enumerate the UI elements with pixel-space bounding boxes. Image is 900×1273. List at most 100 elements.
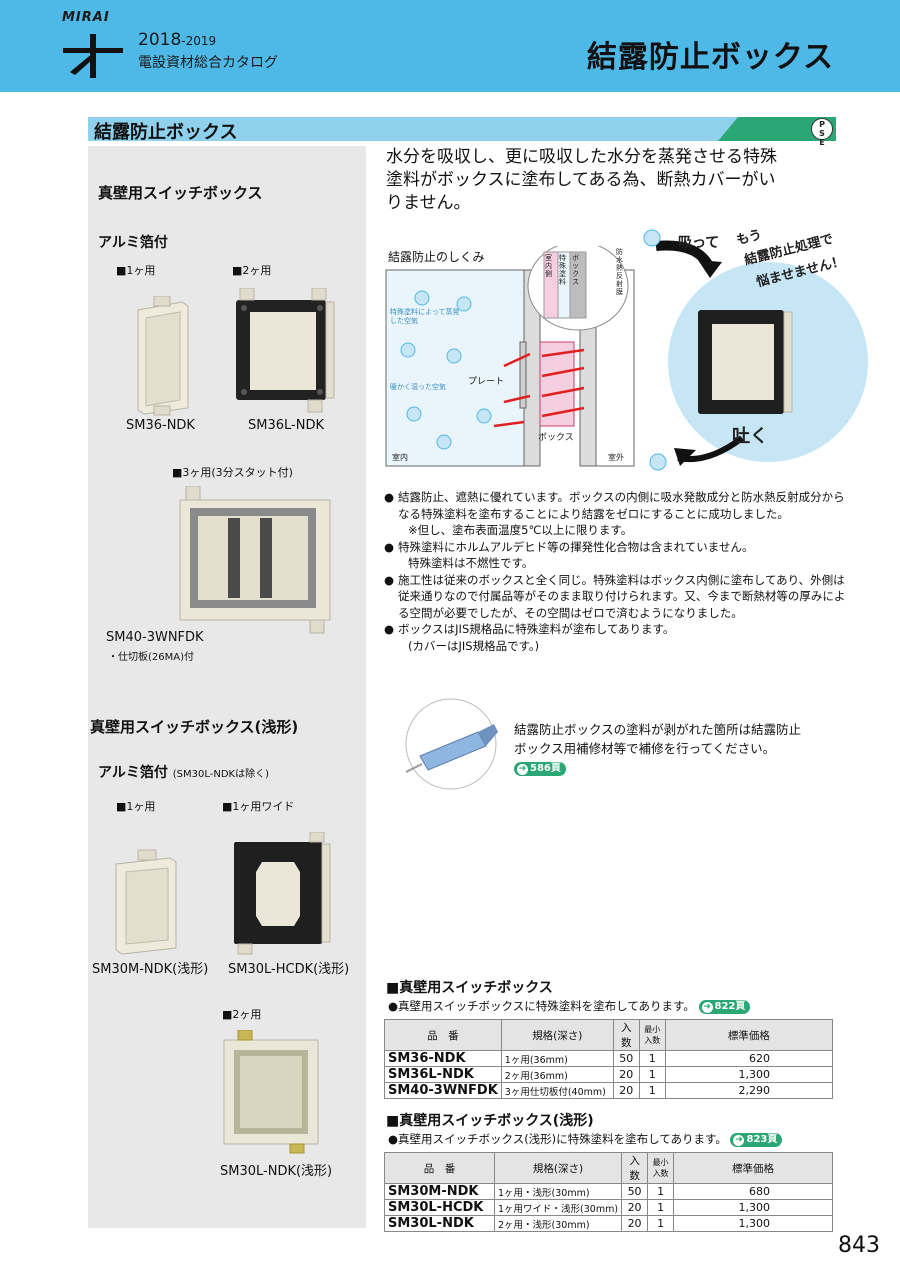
cell-code: SM30M-NDK [384, 1183, 495, 1200]
table-row: SM36-NDK 1ヶ用(36mm) 50 1 620 [384, 1050, 834, 1067]
header-code: 品 番 [384, 1152, 495, 1184]
page-number: 843 [838, 1233, 880, 1258]
label-3gang: ■3ヶ用(3分スタット付) [172, 466, 293, 479]
feature-item: 施工性は従来のボックスと全く同じ。特殊塗料はボックス内側に塗布してあり、外側は従… [384, 572, 846, 622]
callout-absorb: 吸って [678, 235, 720, 251]
cell-qty: 20 [621, 1215, 649, 1232]
cell-code: SM30L-HCDK [384, 1199, 495, 1216]
label-layer-film: 防水熱反射膜 [616, 248, 623, 296]
table1-note: ●真壁用スイッチボックスに特殊塗料を塗布してあります。 ➜822頁 [388, 998, 751, 1014]
table-row: SM30M-NDK 1ヶ用・浅形(30mm) 50 1 680 [384, 1183, 833, 1200]
sm30l-hcdk-photo [234, 832, 331, 955]
cell-lot: 1 [638, 1050, 666, 1067]
callout-exhale: 吐く [732, 426, 768, 447]
model-sm36-ndk: SM36-NDK [126, 418, 195, 433]
label-shallow-2gang: ■2ヶ用 [222, 1008, 262, 1021]
lead-text: 水分を吸収し、更に吸収した水分を蒸発させる特殊塗料がボックスに塗布してある為、断… [386, 147, 777, 213]
label-layer-indoor: 室内側 [545, 254, 552, 278]
cell-price: 1,300 [673, 1199, 833, 1216]
model-sm40-3wnfdk-note: ・仕切板(26MA)付 [108, 652, 194, 663]
spec-table-1: 品 番 規格(深さ) 入数 最小入数 標準価格 SM36-NDK 1ヶ用(36m… [384, 1019, 834, 1099]
table2-title: ■真壁用スイッチボックス(浅形) [386, 1113, 594, 1129]
table-row: SM30L-HCDK 1ヶ用ワイド・浅形(30mm) 20 1 1,300 [384, 1199, 833, 1216]
feature-item: ボックスはJIS規格品に特殊塗料が塗布してあります。 [384, 621, 846, 638]
cell-lot: 1 [647, 1215, 675, 1232]
diagram-title: 結露防止のしくみ [388, 250, 485, 264]
header-spec: 規格(深さ) [500, 1019, 614, 1051]
section-title-bar: 結露防止ボックス [88, 117, 836, 143]
repair-material-photo [405, 698, 498, 790]
cell-spec: 2ヶ用(36mm) [500, 1066, 614, 1083]
group1-subtitle: アルミ箔付 [98, 235, 168, 251]
label-plate: プレート [468, 377, 505, 387]
group1-title: 真壁用スイッチボックス [98, 184, 263, 202]
label-evaporated-air: 特殊塗料によって蒸発した空気 [390, 308, 460, 325]
product-photo-panel: 真壁用スイッチボックス アルミ箔付 ■1ヶ用 ■2ヶ用 SM36-NDK SM3… [88, 146, 366, 1228]
arrow-right-icon: ➜ [517, 764, 528, 775]
page-header: MIRAI 2018-2019 電設資材総合カタログ 結露防止ボックス [0, 0, 900, 92]
model-sm30l-hcdk: SM30L-HCDK(浅形) [228, 962, 350, 977]
table2-note: ●真壁用スイッチボックス(浅形)に特殊塗料を塗布してあります。 ➜823頁 [388, 1131, 783, 1147]
pageref-586[interactable]: ➜586頁 [514, 762, 566, 776]
cell-price: 1,300 [673, 1215, 833, 1232]
header-price: 標準価格 [673, 1152, 833, 1184]
header-lot: 最小入数 [638, 1019, 666, 1051]
table-row: SM36L-NDK 2ヶ用(36mm) 20 1 1,300 [384, 1066, 834, 1083]
group2-title: 真壁用スイッチボックス(浅形) [90, 718, 299, 736]
cell-spec: 3ヶ用仕切板付(40mm) [500, 1082, 614, 1099]
cell-spec: 1ヶ用(36mm) [500, 1050, 614, 1067]
label-2gang: ■2ヶ用 [232, 264, 272, 277]
label-box: ボックス [538, 433, 574, 443]
feature-item: 結露防止、遮熱に優れています。ボックスの内側に吸水発散成分と防水熱反射成分からな… [384, 489, 846, 522]
logo-wordmark: MIRAI [62, 10, 110, 25]
feature-list: 結露防止、遮熱に優れています。ボックスの内側に吸水発散成分と防水熱反射成分からな… [384, 489, 846, 654]
label-indoor: 室内 [392, 453, 408, 462]
table1-title: ■真壁用スイッチボックス [386, 980, 553, 996]
header-qty: 入数 [612, 1019, 640, 1051]
header-spec: 規格(深さ) [493, 1152, 623, 1184]
model-sm40-3wnfdk: SM40-3WNFDK [106, 630, 204, 645]
sm30l-ndk-photo [223, 1030, 319, 1154]
pageref-823[interactable]: ➜823頁 [730, 1133, 783, 1147]
breathing-box-illustration: 吸って 吐く もう 結露防止処理で 悩ませません！ [638, 228, 890, 476]
sm36l-ndk-photo [236, 288, 335, 413]
cell-code: SM36-NDK [384, 1050, 502, 1067]
cell-code: SM40-3WNFDK [384, 1082, 502, 1099]
label-warm-air: 暖かく湿った空気 [390, 383, 446, 391]
cell-spec: 2ヶ用・浅形(30mm) [493, 1215, 623, 1232]
cell-lot: 1 [638, 1066, 666, 1083]
header-price: 標準価格 [664, 1019, 834, 1051]
sm30m-ndk-photo [115, 849, 177, 955]
cell-code: SM30L-NDK [384, 1215, 495, 1232]
pageref-822[interactable]: ➜822頁 [698, 1000, 751, 1014]
label-layer-coating: 特殊塗料 [559, 254, 566, 286]
callout-art [643, 229, 868, 471]
label-outdoor: 室外 [608, 453, 624, 462]
feature-note: (カバーはJIS規格品です。) [408, 638, 540, 653]
feature-note: ※但し、塗布表面温度5℃以上に限ります。 [408, 523, 633, 537]
cell-price: 1,300 [664, 1066, 834, 1083]
label-1gang: ■1ヶ用 [116, 264, 156, 277]
cell-lot: 1 [638, 1082, 666, 1099]
section-title: 結露防止ボックス [94, 122, 238, 143]
page-title: 結露防止ボックス [586, 40, 834, 75]
catalog-year: 2018-2019 [138, 30, 217, 50]
header-lot: 最小入数 [647, 1152, 675, 1184]
header-code: 品 番 [384, 1019, 502, 1051]
catalog-name: 電設資材総合カタログ [138, 55, 278, 71]
header-qty: 入数 [621, 1152, 649, 1184]
feature-note: 特殊塗料は不燃性です。 [408, 556, 534, 570]
arrow-right-icon: ➜ [733, 1135, 745, 1146]
model-sm30m-ndk: SM30M-NDK(浅形) [92, 962, 209, 977]
spec-table-2: 品 番 規格(深さ) 入数 最小入数 標準価格 SM30M-NDK 1ヶ用・浅形… [384, 1152, 833, 1232]
cell-code: SM36L-NDK [384, 1066, 502, 1083]
mechanism-illustration [385, 246, 635, 467]
cell-qty: 50 [621, 1183, 649, 1200]
cell-price: 620 [664, 1050, 834, 1067]
cell-qty: 20 [612, 1066, 640, 1083]
group2-subtitle: アルミ箔付 (SM30L-NDKは除く) [98, 765, 269, 781]
table-row: SM40-3WNFDK 3ヶ用仕切板付(40mm) 20 1 2,290 [384, 1082, 834, 1099]
table-header-row: 品 番 規格(深さ) 入数 最小入数 標準価格 [384, 1019, 834, 1051]
cell-price: 2,290 [664, 1082, 834, 1099]
